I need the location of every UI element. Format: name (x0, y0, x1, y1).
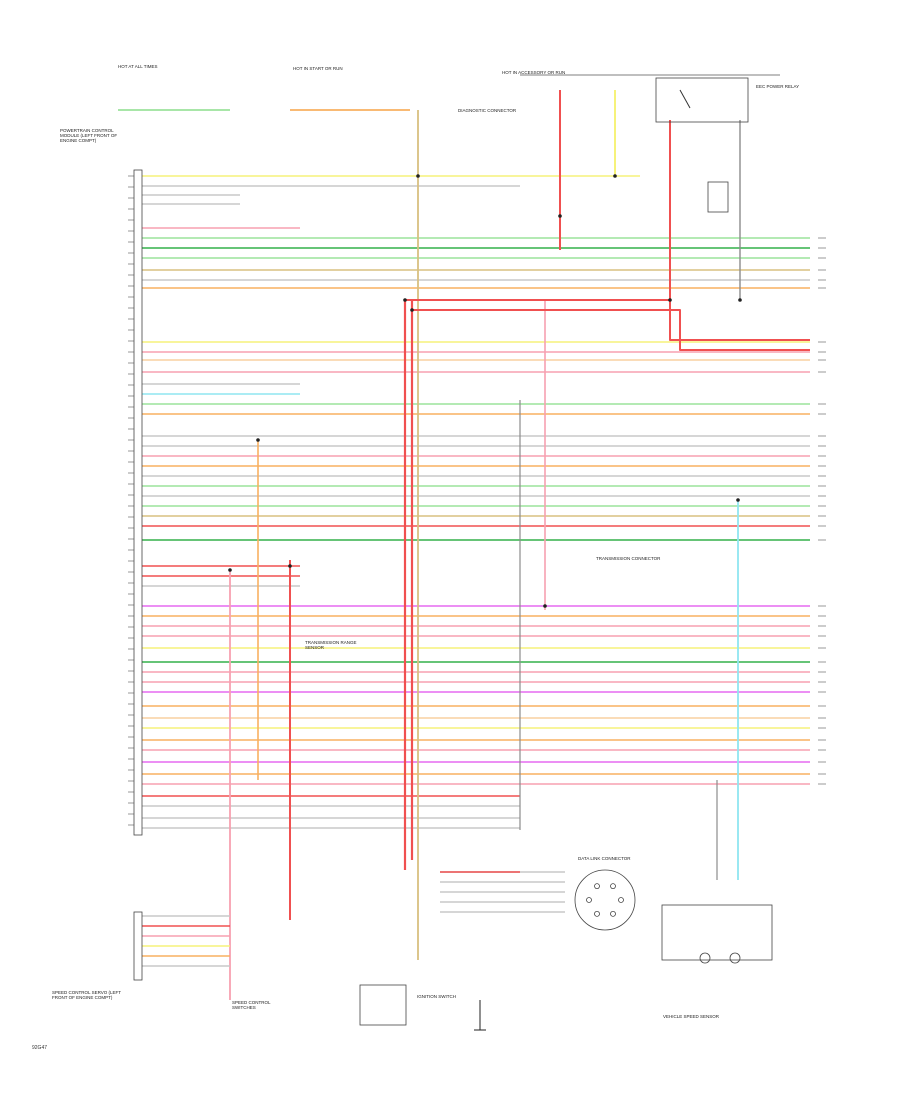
component-layer (128, 74, 826, 1031)
dlc-pin (586, 897, 592, 903)
range-sensor-label: TRANSMISSION RANGE SENSOR (305, 640, 357, 650)
cruise-switch-label: SPEED CONTROL SWITCHES (232, 1000, 271, 1010)
relay-to-output-wire (412, 309, 810, 351)
relay-to-output-wire (405, 299, 810, 341)
ignition-switch-box (359, 984, 407, 1026)
data-link-connector (574, 869, 636, 931)
vss-label: VEHICLE SPEED SENSOR (663, 1014, 720, 1019)
diagnostic-connector-label: DIAGNOSTIC CONNECTOR (458, 108, 517, 113)
ignition-switch-label: IGNITION SWITCH (417, 994, 456, 999)
splice-dot (558, 214, 562, 218)
relay-contact (679, 89, 691, 109)
dlc-pin (610, 910, 616, 917)
splice-dot (613, 174, 617, 178)
splice-dot (668, 298, 672, 302)
pcm-connector-body (133, 169, 143, 836)
dlc-pin (610, 883, 616, 890)
figure-id: 92G47 (32, 1045, 48, 1051)
speed-control-connector (133, 911, 143, 981)
vss-coil (729, 952, 741, 964)
relay-label: EEC POWER RELAY (756, 84, 800, 89)
splice-dot (288, 564, 292, 568)
splice-dot (256, 438, 260, 442)
hot-start-run-label: HOT IN START OR RUN (293, 66, 343, 71)
data-link-label: DATA LINK CONNECTOR (578, 856, 631, 861)
hot-accessory-run-label: HOT IN ACCESSORY OR RUN (502, 70, 566, 75)
splice-dot (738, 298, 742, 302)
relay-diode-box (707, 181, 729, 213)
splice-dot (416, 174, 420, 178)
splice-dot (228, 568, 232, 572)
transmission-connector-label: TRANSMISSION CONNECTOR (596, 556, 661, 561)
pcm-label: POWERTRAIN CONTROL MODULE (LEFT FRONT OF… (60, 128, 118, 143)
splice-dot (403, 298, 407, 302)
splice-dot (736, 498, 740, 502)
vss-coil (699, 952, 711, 964)
dlc-pin (594, 883, 600, 890)
hot-all-times-label: HOT AT ALL TIMES (118, 64, 158, 69)
splice-dot (410, 308, 414, 312)
eec-power-relay-box (655, 77, 749, 123)
dlc-pin (594, 910, 600, 917)
splice-dot (543, 604, 547, 608)
dlc-pin (618, 897, 624, 903)
vehicle-speed-sensor-box (661, 904, 773, 961)
speed-control-label: SPEED CONTROL SERVO (LEFT FRONT OF ENGIN… (52, 990, 121, 1000)
wire-layer (118, 90, 810, 1000)
